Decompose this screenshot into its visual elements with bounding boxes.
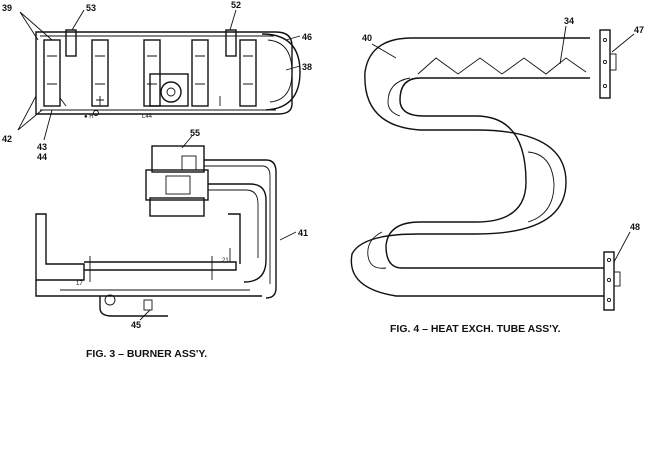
burner-assembly-drawing: ● H L44 17 21: [2, 0, 312, 360]
gas-valve-55: [145, 145, 209, 217]
label-41: 41: [298, 228, 308, 238]
svg-text:21: 21: [222, 258, 229, 264]
manifold-hub: [149, 73, 189, 107]
label-38: 38: [302, 62, 312, 72]
flange-48: [603, 251, 621, 311]
heat-exchanger-tube-drawing: 40 34 47 48 FIG. 4 – HEAT EXCH. TUBE ASS…: [350, 16, 644, 335]
igniter-53: [65, 29, 77, 57]
label-52: 52: [231, 0, 241, 10]
label-44: 44: [37, 152, 47, 162]
label-47: 47: [634, 25, 644, 35]
label-39: 39: [2, 3, 12, 13]
label-42: 42: [2, 134, 12, 144]
label-34: 34: [564, 16, 574, 26]
label-43: 43: [37, 142, 47, 152]
label-48: 48: [630, 222, 640, 232]
svg-text:L44: L44: [142, 114, 153, 120]
fig4-caption: FIG. 4 – HEAT EXCH. TUBE ASS'Y.: [390, 323, 561, 335]
label-46: 46: [302, 32, 312, 42]
label-55: 55: [190, 128, 200, 138]
burner-tubes: [43, 39, 257, 107]
label-45: 45: [131, 320, 141, 330]
burner-base-bracket: 17 21: [35, 213, 262, 317]
label-53: 53: [86, 3, 96, 13]
label-40: 40: [362, 33, 372, 43]
svg-text:17: 17: [76, 281, 83, 287]
fig3-caption: FIG. 3 – BURNER ASS'Y.: [86, 348, 207, 360]
sensor-52: [225, 29, 237, 57]
svg-text:● H: ● H: [84, 114, 94, 120]
flange-47: [599, 29, 617, 99]
